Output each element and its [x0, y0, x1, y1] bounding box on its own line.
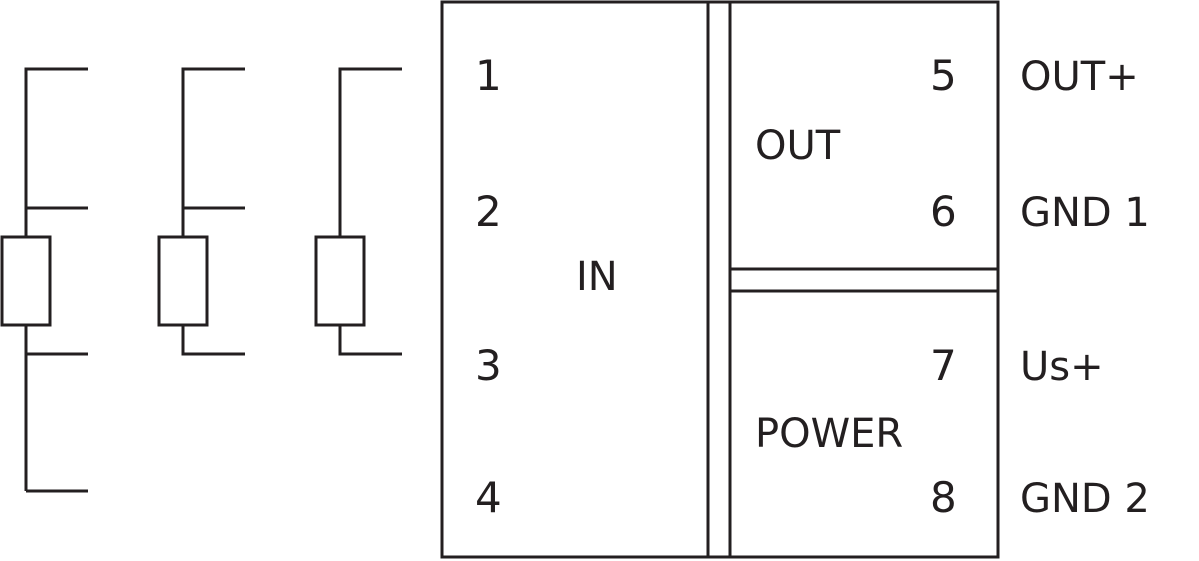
resistor-4w: [0, 235, 52, 327]
terminal-1: 1: [475, 51, 502, 100]
terminal-8: 8: [930, 473, 957, 522]
block-label-out: OUT: [755, 123, 841, 169]
terminal-6: 6: [930, 187, 957, 236]
module-outline: [440, 0, 1000, 559]
terminal-7: 7: [930, 341, 957, 390]
wire-2w-t3: [338, 325, 402, 356]
block-label-in: IN: [576, 254, 618, 300]
signal-label-gnd2: GND 2: [1020, 476, 1150, 522]
wire-2w-top: [338, 67, 402, 237]
module-housing: [440, 0, 1000, 559]
terminal-2: 2: [475, 187, 502, 236]
sensor-2-wire: [314, 67, 402, 356]
wire-3w-top: [181, 67, 245, 237]
wire-4w-top: [24, 67, 88, 237]
terminal-5: 5: [930, 51, 957, 100]
block-label-power: POWER: [755, 411, 903, 457]
sensor-4-wire: [0, 67, 88, 493]
resistor-2w: [314, 235, 366, 327]
terminal-4: 4: [475, 473, 502, 522]
signal-label-out-plus: OUT+: [1020, 54, 1139, 100]
terminal-3: 3: [475, 341, 502, 390]
sensor-3-wire: [157, 67, 245, 356]
resistor-3w: [157, 235, 209, 327]
wire-3w-t3: [181, 325, 245, 356]
signal-label-gnd1: GND 1: [1020, 190, 1150, 236]
signal-label-us-plus: Us+: [1020, 344, 1104, 390]
